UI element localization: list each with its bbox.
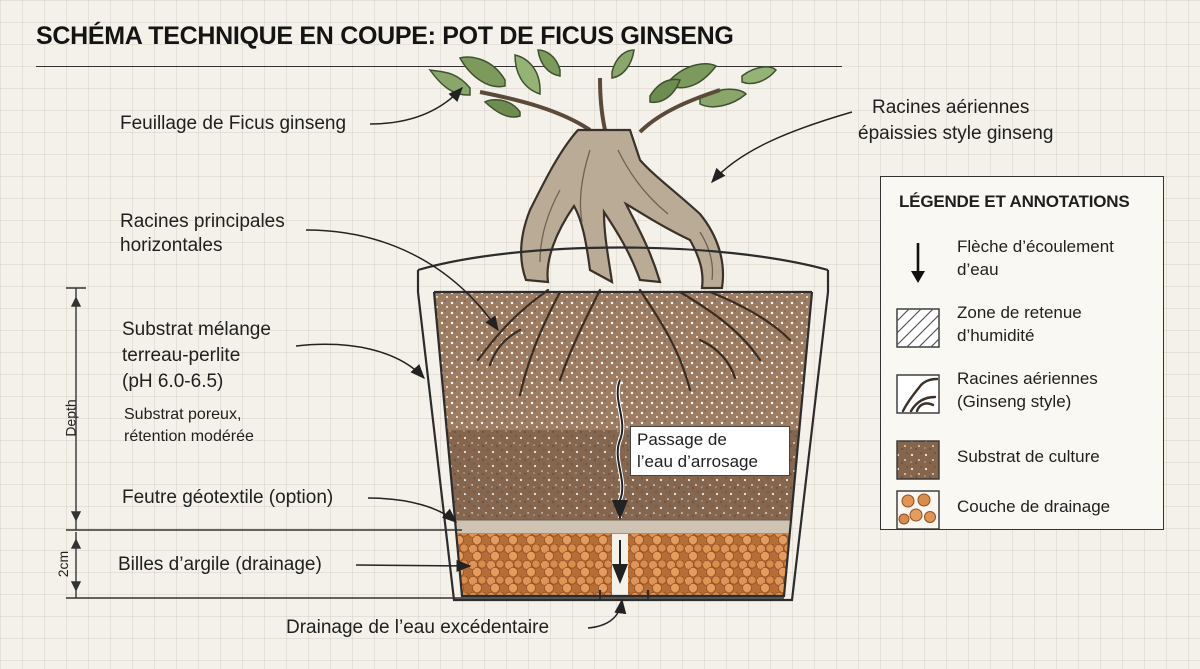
clay-pebbles-icon <box>895 487 941 533</box>
legend-item-flow: Flèche d’écoulement d’eau <box>895 235 1157 291</box>
legend-item-roots-line-2: (Ginseng style) <box>957 390 1098 413</box>
watering-passage-line-2: l’eau d’arrosage <box>637 451 783 473</box>
label-clay-pebbles: Billes d’argile (drainage) <box>118 553 322 577</box>
label-geotextile: Feutre géotextile (option) <box>122 486 333 510</box>
legend-item-roots: Racines aériennes (Ginseng style) <box>895 367 1157 423</box>
substrate-swatch-icon <box>895 437 941 483</box>
legend-item-drainage-line-1: Couche de drainage <box>957 495 1110 518</box>
label-drainage: Drainage de l’eau excédentaire <box>286 616 549 640</box>
watering-passage-label: Passage de l’eau d’arrosage <box>630 426 790 476</box>
label-substrate-note-1: Substrat poreux, <box>124 404 241 425</box>
label-substrate-3: (pH 6.0-6.5) <box>122 370 223 394</box>
label-substrate-2: terreau-perlite <box>122 344 240 368</box>
ficus-foliage <box>430 50 776 134</box>
axis-label-depth: Depth <box>63 399 79 436</box>
legend-item-substrate: Substrat de culture <box>895 433 1157 489</box>
legend-item-moisture-line-2: d’humidité <box>957 324 1082 347</box>
arrow-down-icon <box>895 239 941 285</box>
label-aerial-roots-2: épaissies style ginseng <box>858 122 1053 146</box>
label-main-roots-1: Racines principales <box>120 210 285 234</box>
legend-item-roots-line-1: Racines aériennes <box>957 367 1098 390</box>
hatch-swatch-icon <box>895 305 941 351</box>
legend-title: LÉGENDE ET ANNOTATIONS <box>899 192 1129 212</box>
axis-label-drain-height: 2cm <box>55 551 71 577</box>
root-sketch-icon <box>895 371 941 417</box>
label-main-roots-2: horizontales <box>120 234 222 258</box>
label-substrate-note-2: rétention modérée <box>124 426 254 447</box>
legend-item-moisture: Zone de retenue d’humidité <box>895 301 1157 357</box>
legend-item-flow-line-1: Flèche d’écoulement <box>957 235 1114 258</box>
label-aerial-roots-1: Racines aériennes <box>872 96 1029 120</box>
legend-item-substrate-line-1: Substrat de culture <box>957 445 1100 468</box>
label-substrate-1: Substrat mélange <box>122 318 271 342</box>
geotextile-felt-layer <box>420 520 820 534</box>
label-foliage: Feuillage de Ficus ginseng <box>120 112 346 136</box>
legend-item-flow-line-2: d’eau <box>957 258 1114 281</box>
legend-item-moisture-line-1: Zone de retenue <box>957 301 1082 324</box>
legend-item-drainage: Couche de drainage <box>895 483 1157 539</box>
ginseng-aerial-roots <box>521 130 723 288</box>
legend-box: LÉGENDE ET ANNOTATIONS Flèche d’écouleme… <box>880 176 1164 530</box>
watering-passage-line-1: Passage de <box>637 429 783 451</box>
